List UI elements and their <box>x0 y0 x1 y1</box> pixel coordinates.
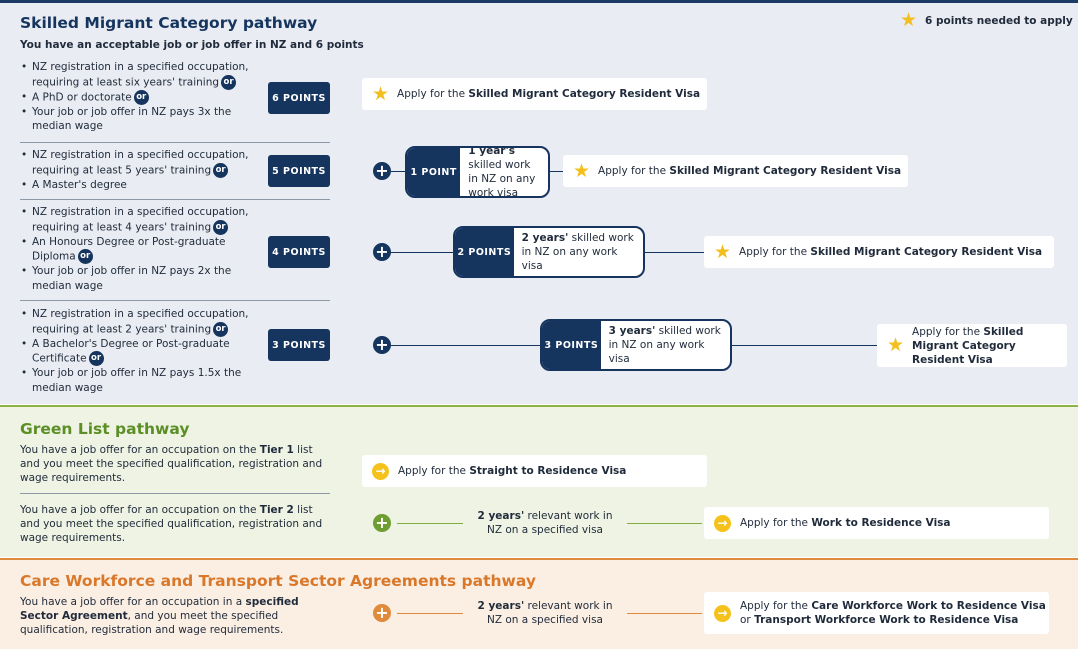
or-badge: or <box>133 89 149 105</box>
points-badge-6: 6 POINTS <box>268 82 330 114</box>
or-badge: or <box>77 249 93 264</box>
criteria-item: NZ registration in a specified occupatio… <box>20 148 252 178</box>
criteria-item: NZ registration in a specified occupatio… <box>20 307 252 337</box>
extra-points-label: 2 POINTS <box>455 228 514 276</box>
green-work-requirement: 2 years' relevant work in NZ on a specif… <box>477 510 613 536</box>
star-icon: ★ <box>573 159 591 182</box>
plus-icon: + <box>373 243 391 261</box>
apply-box-skilled-4: ★ Apply for the Skilled Migrant Category… <box>877 324 1067 367</box>
extra-points-pill-3: 3 POINTS 3 years' skilled work in NZ on … <box>540 319 732 371</box>
criteria-item: Your job or job offer in NZ pays 2x the … <box>20 264 252 293</box>
connector-line <box>391 171 407 172</box>
plus-icon: + <box>373 514 391 532</box>
points-badge-3: 3 POINTS <box>268 329 330 361</box>
plus-icon: + <box>373 336 391 354</box>
or-badge: or <box>213 162 229 178</box>
green-title: Green List pathway <box>20 420 190 438</box>
star-icon: ★ <box>900 9 918 31</box>
criteria-item: NZ registration in a specified occupatio… <box>20 60 252 90</box>
green-list-section: Green List pathway You have a job offer … <box>0 405 1078 557</box>
connector-line <box>627 523 702 524</box>
plus-icon: + <box>373 162 391 180</box>
connector-line <box>627 613 702 614</box>
criteria-item: Your job or job offer in NZ pays 1.5x th… <box>20 366 252 395</box>
connector-line <box>732 345 878 346</box>
arrow-right-icon: → <box>714 514 731 532</box>
star-icon: ★ <box>887 334 905 356</box>
skilled-migrant-section: Skilled Migrant Category pathway You hav… <box>0 0 1078 404</box>
skilled-title: Skilled Migrant Category pathway <box>20 14 318 32</box>
star-icon: ★ <box>714 240 732 263</box>
apply-box-skilled-2: ★ Apply for the Skilled Migrant Category… <box>563 155 908 187</box>
arrow-right-icon: → <box>372 462 389 480</box>
arrow-right-icon: → <box>714 604 731 622</box>
criteria-item: NZ registration in a specified occupatio… <box>20 205 252 235</box>
tier2-description: You have a job offer for an occupation o… <box>20 504 323 544</box>
tier1-description: You have a job offer for an occupation o… <box>20 444 323 484</box>
plus-icon: + <box>373 604 391 622</box>
points-badge-4: 4 POINTS <box>268 236 330 268</box>
apply-box-straight-to-residence: → Apply for the Straight to Residence Vi… <box>362 455 707 487</box>
star-icon: ★ <box>372 82 390 105</box>
connector-line <box>550 171 564 172</box>
apply-box-work-to-residence: → Apply for the Work to Residence Visa <box>704 507 1049 539</box>
points-badge-5: 5 POINTS <box>268 155 330 187</box>
connector-line <box>397 613 463 614</box>
divider <box>20 199 330 200</box>
criteria-list-5: NZ registration in a specified occupatio… <box>20 148 252 192</box>
or-badge: or <box>221 74 237 90</box>
or-badge: or <box>213 219 229 235</box>
extra-points-pill-1: 1 POINT 1 year's skilled work in NZ on a… <box>405 146 550 198</box>
criteria-list-6: NZ registration in a specified occupatio… <box>20 60 252 134</box>
or-badge: or <box>88 351 104 366</box>
criteria-item: An Honours Degree or Post-graduate Diplo… <box>20 235 252 264</box>
care-description: You have a job offer for an occupation i… <box>20 596 299 636</box>
care-transport-section: Care Workforce and Transport Sector Agre… <box>0 558 1078 649</box>
connector-line <box>391 252 455 253</box>
divider <box>20 142 330 143</box>
divider <box>20 300 330 301</box>
extra-points-pill-2: 2 POINTS 2 years' skilled work in NZ on … <box>453 226 645 278</box>
skilled-subtitle: You have an acceptable job or job offer … <box>20 39 364 51</box>
apply-box-skilled-3: ★ Apply for the Skilled Migrant Category… <box>704 236 1054 268</box>
legend-text: 6 points needed to apply <box>925 14 1073 27</box>
connector-line <box>391 345 542 346</box>
criteria-item: A Master's degree <box>20 178 252 193</box>
connector-line <box>645 252 705 253</box>
divider <box>20 493 330 494</box>
connector-line <box>397 523 463 524</box>
extra-points-label: 1 POINT <box>407 148 461 196</box>
care-title: Care Workforce and Transport Sector Agre… <box>20 572 536 590</box>
care-work-requirement: 2 years' relevant work in NZ on a specif… <box>477 600 613 626</box>
criteria-list-4: NZ registration in a specified occupatio… <box>20 205 252 293</box>
criteria-item: Your job or job offer in NZ pays 3x the … <box>20 105 252 134</box>
legend: ★ 6 points needed to apply <box>900 11 1073 30</box>
or-badge: or <box>213 321 229 337</box>
criteria-item: A Bachelor's Degree or Post-graduate Cer… <box>20 337 252 366</box>
criteria-list-3: NZ registration in a specified occupatio… <box>20 307 252 395</box>
extra-points-label: 3 POINTS <box>542 321 601 369</box>
apply-box-care-transport: → Apply for the Care Workforce Work to R… <box>704 592 1049 634</box>
apply-box-skilled-1: ★ Apply for the Skilled Migrant Category… <box>362 78 707 110</box>
